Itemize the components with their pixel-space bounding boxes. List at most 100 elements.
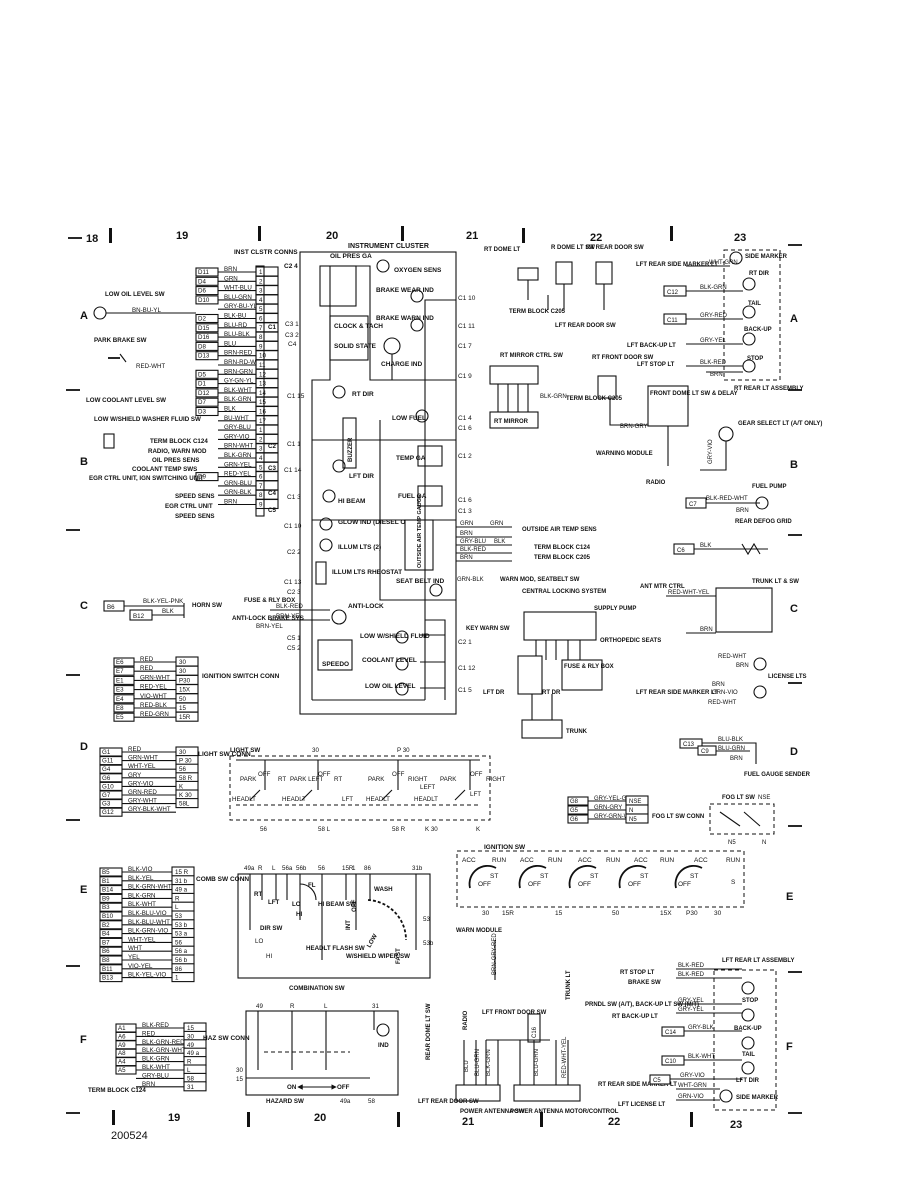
ign-bottom-pin: 15R — [502, 910, 514, 917]
wire-label: RED — [140, 665, 154, 672]
ign-st-label: ST — [640, 873, 648, 880]
lft-rear-lt-box — [713, 969, 777, 1111]
tail-label-2: TAIL — [742, 1052, 755, 1058]
fuel-pump-defog: C7 BLK-RED-WHT FUEL PUMP BRN REAR DEFOG … — [673, 484, 792, 556]
charge-ind-label: CHARGE IND — [381, 361, 422, 368]
coolant-level-lamp-icon — [395, 657, 409, 671]
cluster-pin-right: C1 10 — [458, 295, 476, 302]
ign-st-label: ST — [590, 873, 598, 880]
fast-label: FAST — [395, 948, 402, 964]
rt-rear-lt-assembly: SIDE MARKER RT DIR TAIL BACK-UP STOP RT … — [627, 249, 803, 392]
terminal-label: 17 — [259, 418, 266, 425]
wire-label: BLK-VIO — [128, 866, 153, 873]
hazard-sw-box — [245, 1010, 399, 1096]
terminal-label: 12 — [259, 371, 266, 378]
terminal-label: R — [187, 1059, 192, 1066]
pin-label: A8 — [118, 1050, 126, 1057]
haz-off-label: OFF — [337, 1084, 350, 1091]
wire-label: BLU-GRN — [534, 1049, 540, 1076]
wire-label: BLK-WHT — [688, 1054, 715, 1060]
comb-sw-pin-label: L — [272, 865, 276, 872]
brake-warn-ind-label: BRAKE WARN IND — [376, 315, 434, 322]
outside-temp-gauge-label: OUTSIDE AIR TEMP GAUGE — [417, 494, 423, 568]
trunk-label: TRUNK — [566, 729, 588, 735]
ign-position-label: RUN — [492, 857, 506, 864]
pin-label: B2 — [102, 922, 110, 929]
terminal-label: K — [179, 783, 184, 790]
wire-label: GRN-GRY — [594, 805, 622, 811]
wire-label: BLK — [162, 608, 175, 615]
glow-ind-lamp-icon — [319, 517, 333, 531]
trunk-license-section: TRUNK LT & SW ANT MTR CTRL RED-WHT-YEL B… — [636, 579, 807, 706]
terminal-label: 58 — [187, 1075, 194, 1082]
wire-label: RED-BLK — [140, 702, 168, 709]
brake-sw-label: BRAKE SW — [628, 980, 661, 986]
terminal-label: 3 — [259, 288, 263, 295]
tail-label: TAIL — [748, 301, 761, 307]
wire-label: GRY-GRN-WHT — [594, 814, 638, 820]
grid-row-right-c: C — [790, 603, 798, 615]
cluster-pin-right: C1 4 — [458, 415, 472, 422]
grid-row-left-d: D — [80, 741, 88, 753]
terminal-label: 15R — [179, 714, 191, 721]
rt-dome-lt-icon — [517, 267, 539, 281]
rt-mirror-box — [489, 411, 539, 429]
grid-bottom-22: 22 — [608, 1116, 620, 1128]
pin-label: G5 — [570, 808, 579, 814]
wire-label: GRN-BLK — [457, 577, 484, 583]
pin-label: G11 — [102, 758, 114, 765]
terminal-box — [171, 972, 195, 983]
wire-label: BRN — [224, 266, 237, 273]
pin-label: G3 — [102, 801, 111, 808]
terminal-label: 58L — [179, 801, 190, 808]
headlt-label: HEADLT — [366, 796, 390, 803]
wire-label: BLK-RED-WHT — [706, 496, 748, 502]
headlt-label: HEADLT — [414, 796, 438, 803]
pin-label: A5 — [118, 1067, 126, 1074]
wire-label: BRN-GRN — [224, 368, 253, 375]
ign-bottom-pin: 30 — [482, 910, 490, 917]
pin-label: G7 — [102, 792, 111, 799]
illum-lts-label: ILLUM LTS (2) — [338, 544, 381, 551]
side-marker-label-2: SIDE MARKER — [736, 1095, 779, 1101]
wire-label: RED — [128, 746, 142, 753]
light-sw-contact-label: OFF — [258, 771, 271, 778]
wire-label: GRN-BLK — [224, 489, 252, 496]
grid-row-right-d: D — [790, 746, 798, 758]
terminal-label: 6 — [259, 316, 263, 323]
illum-lts-rheostat-label: ILLUM LTS RHEOSTAT — [332, 569, 402, 576]
terminal-label: 30 — [187, 1033, 194, 1040]
hi-beam-sw-label: HI BEAM SW — [318, 901, 356, 908]
terminal-label: 15 — [187, 1025, 194, 1032]
terminal-label: 56 — [179, 766, 186, 773]
pin-label: B13 — [102, 975, 114, 982]
wire-label: GRN-WHT — [128, 755, 158, 762]
prndl-sw-label: PRNDL SW (A/T), BACK-UP LT SW (M/T) — [585, 1002, 699, 1008]
low-oil-level-label: LOW OIL LEVEL — [365, 683, 415, 690]
pin-label: G12 — [102, 809, 114, 816]
glow-ind-label: GLOW IND (DIESEL ONLY) — [338, 519, 420, 526]
rt-dir-lamp-icon — [332, 385, 346, 399]
lft-front-door-sw-label: LFT FRONT DOOR SW — [482, 1010, 547, 1016]
light-sw-contact-label: RT — [334, 776, 342, 783]
pin-label: E1 — [116, 677, 124, 684]
light-sw-contact-label: OFF — [470, 771, 483, 778]
speed-sens-label: SPEED SENS — [175, 493, 215, 500]
terminal-box — [175, 798, 199, 809]
wire-label: GRN-VIO — [712, 690, 738, 696]
ign-position-label: ACC — [694, 857, 708, 864]
terminal-label: 6 — [259, 474, 263, 481]
pin-label: D1 — [198, 381, 206, 388]
lo-pin-label: LO — [255, 938, 263, 945]
terminal-label: 14 — [259, 390, 266, 397]
wire-label: VIO-WHT — [140, 693, 167, 700]
cluster-pin-left: C4 — [288, 341, 297, 348]
grid-row-right-b: B — [790, 459, 798, 471]
light-sw-bottom-pin: 58 R — [392, 826, 406, 833]
r-dome-lt-sw-icon — [555, 261, 573, 285]
ign-position-label: ACC — [462, 857, 476, 864]
wire-label: BLU-GRN — [224, 294, 252, 301]
